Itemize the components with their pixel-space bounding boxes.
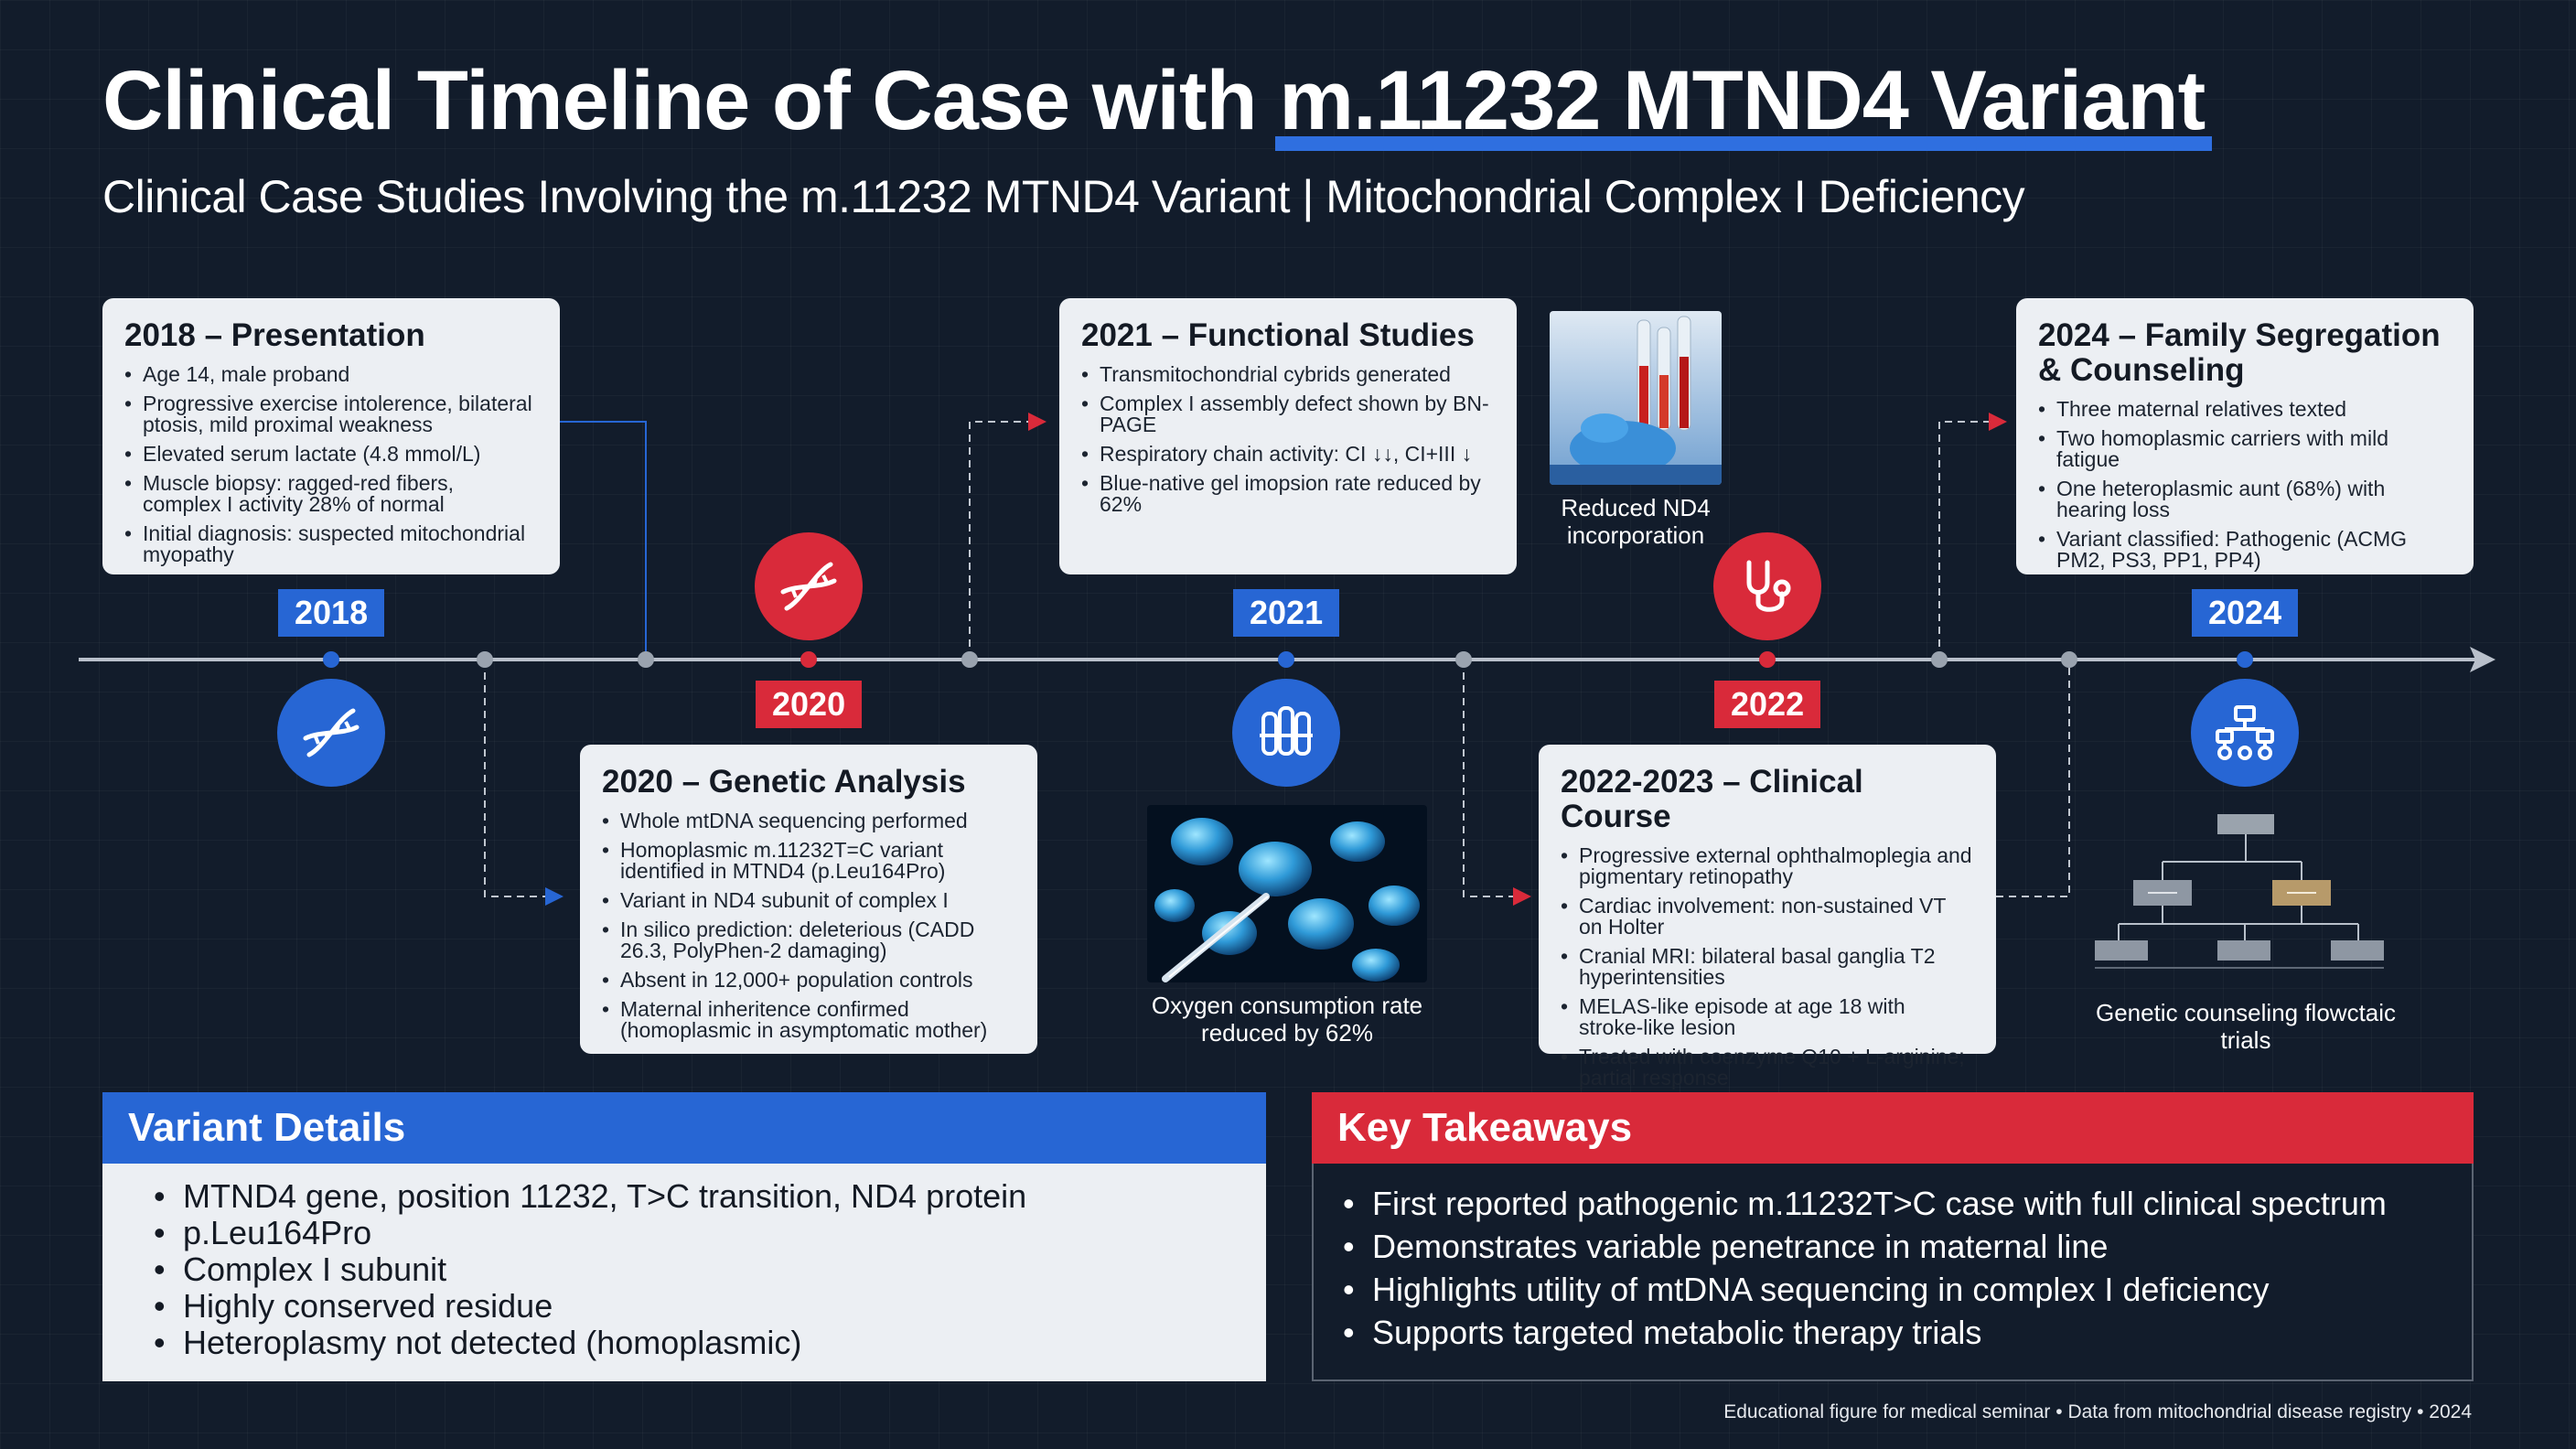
card-2020-genetic-analysis: 2020 – Genetic Analysis Whole mtDNA sequ… — [580, 745, 1037, 1054]
timeline-axis-arrowhead — [2470, 647, 2496, 672]
card-item: Complex I assembly defect shown by BN-PA… — [1081, 393, 1495, 435]
card-item: Transmitochondrial cybrids generated — [1081, 364, 1495, 386]
variant-detail-item: Complex I subunit — [150, 1251, 1266, 1289]
variant-details-heading: Variant Details — [102, 1092, 1266, 1164]
key-takeaways-heading: Key Takeaways — [1312, 1092, 2474, 1164]
variant-details-panel: Variant Details MTND4 gene, position 112… — [102, 1092, 1266, 1381]
caption-nd4: Reduced ND4 incorporation — [1561, 494, 1711, 549]
year-badge-2020: 2020 — [756, 681, 862, 728]
card-2018-presentation: 2018 – Presentation Age 14, male proband… — [102, 298, 560, 574]
card-list: Age 14, male proband Progressive exercis… — [124, 364, 538, 565]
card-item: Homoplasmic m.11232T=C variant identifie… — [602, 840, 1015, 882]
card-item: Elevated serum lactate (4.8 mmol/L) — [124, 444, 538, 466]
card-item: Variant in ND4 subunit of complex I — [602, 890, 1015, 912]
card-item: Variant classified: Pathogenic (ACMG PM2… — [2038, 529, 2452, 571]
caption-genetic: Genetic counseling flowctaic trials — [2095, 999, 2397, 1054]
card-list: Progressive external ophthalmoplegia and… — [1561, 845, 1974, 1089]
card-item: MELAS-like episode at age 18 with stroke… — [1561, 996, 1974, 1038]
card-title: 2021 – Functional Studies — [1081, 317, 1475, 353]
card-item: Two homoplasmic carriers with mild fatig… — [2038, 428, 2452, 470]
card-title: 2020 – Genetic Analysis — [602, 764, 966, 800]
test-tubes-icon — [1232, 679, 1340, 787]
card-2021-functional-studies: 2021 – Functional Studies Transmitochond… — [1059, 298, 1517, 574]
page-title: Clinical Timeline of Case with m.11232 M… — [102, 53, 2213, 151]
year-badge-2024: 2024 — [2192, 589, 2298, 637]
year-badge-2022: 2022 — [1714, 681, 1820, 728]
card-item: Whole mtDNA sequencing performed — [602, 810, 1015, 832]
connector-2024 — [1938, 413, 2007, 660]
card-item: Progressive exercise intolerence, bilate… — [124, 393, 538, 435]
variant-detail-item: MTND4 gene, position 11232, T>C transiti… — [150, 1178, 1266, 1216]
connector-2021 — [969, 413, 1046, 660]
variant-detail-item: Highly conserved residue — [150, 1288, 1266, 1326]
axis-dot — [1931, 651, 1948, 668]
axis-dot — [2061, 651, 2077, 668]
card-item: Absent in 12,000+ population controls — [602, 970, 1015, 992]
dna-icon — [277, 679, 385, 787]
card-2022-clinical-course: 2022-2023 – Clinical Course Progressive … — [1539, 745, 1996, 1089]
card-title: 2018 – Presentation — [124, 317, 425, 353]
card-item: Cranial MRI: bilateral basal ganglia T2 … — [1561, 946, 1974, 988]
card-item: Three maternal relatives texted — [2038, 399, 2452, 421]
year-dot-2022 — [1759, 651, 1776, 668]
card-item: One heteroplasmic aunt (68%) with hearin… — [2038, 478, 2452, 521]
card-list: Transmitochondrial cybrids generated Com… — [1081, 364, 1495, 515]
card-item: Age 14, male proband — [124, 364, 538, 386]
connector-2022-right — [1996, 660, 2070, 897]
year-dot-2020 — [800, 651, 817, 668]
year-dot-2021 — [1278, 651, 1294, 668]
card-list: Three maternal relatives texted Two homo… — [2038, 399, 2452, 571]
caption-oxygen: Oxygen consumption rate reduced by 62% — [1151, 992, 1423, 1046]
card-item: Muscle biopsy: ragged-red fibers, comple… — [124, 473, 538, 515]
variant-details-list: MTND4 gene, position 11232, T>C transiti… — [102, 1164, 1266, 1362]
variant-detail-item: Heteroplasmy not detected (homoplasmic) — [150, 1325, 1266, 1362]
page-subtitle: Clinical Case Studies Involving the m.11… — [102, 171, 2025, 222]
axis-dot — [477, 651, 493, 668]
card-2024-family-segregation: 2024 – Family Segregation & Counseling T… — [2016, 298, 2474, 574]
axis-dot — [1455, 651, 1472, 668]
title-prefix: Clinical Timeline of Case with — [102, 54, 1280, 147]
key-takeaways-list: First reported pathogenic m.11232T>C cas… — [1314, 1164, 2472, 1352]
axis-dot — [638, 651, 654, 668]
key-takeaway-item: Demonstrates variable penetrance in mate… — [1339, 1229, 2472, 1266]
card-title: 2022-2023 – Clinical Course — [1561, 764, 1863, 834]
lab-test-tubes-image — [1550, 311, 1722, 485]
stethoscope-icon — [1713, 532, 1821, 640]
key-takeaway-item: First reported pathogenic m.11232T>C cas… — [1339, 1186, 2472, 1223]
cells-microscopy-image — [1147, 805, 1427, 982]
card-item: In silico prediction: deleterious (CADD … — [602, 919, 1015, 961]
year-badge-2018: 2018 — [278, 589, 384, 637]
year-badge-2021: 2021 — [1233, 589, 1339, 637]
variant-detail-item: p.Leu164Pro — [150, 1215, 1266, 1252]
card-item: Cardiac involvement: non-sustained VT on… — [1561, 896, 1974, 938]
footer-note: Educational figure for medical seminar •… — [1723, 1401, 2472, 1422]
axis-dot — [961, 651, 978, 668]
year-dot-2018 — [323, 651, 339, 668]
key-takeaway-item: Highlights utility of mtDNA sequencing i… — [1339, 1272, 2472, 1309]
connector-2018 — [560, 421, 647, 660]
card-item: Initial diagnosis: suspected mitochondri… — [124, 523, 538, 565]
key-takeaway-item: Supports targeted metabolic therapy tria… — [1339, 1315, 2472, 1352]
year-dot-2024 — [2237, 651, 2253, 668]
card-item: Treated with coenzyme Q10 + L-arginine; … — [1561, 1046, 1974, 1089]
card-item: Maternal inheritence confirmed (homoplas… — [602, 999, 1015, 1041]
connector-2020 — [484, 660, 564, 906]
card-title: 2024 – Family Segregation & Counseling — [2038, 317, 2441, 388]
key-takeaways-panel: Key Takeaways First reported pathogenic … — [1312, 1092, 2474, 1381]
family-tree-flowchart — [2095, 814, 2384, 969]
family-tree-icon — [2191, 679, 2299, 787]
card-list: Whole mtDNA sequencing performed Homopla… — [602, 810, 1015, 1041]
title-highlight: m.11232 MTND4 Variant — [1275, 54, 2213, 151]
card-item: Respiratory chain activity: CI ↓↓, CI+II… — [1081, 444, 1495, 466]
card-item: Blue-native gel imopsion rate reduced by… — [1081, 473, 1495, 515]
dna-icon — [755, 532, 863, 640]
connector-2022 — [1463, 660, 1531, 906]
card-item: Progressive external ophthalmoplegia and… — [1561, 845, 1974, 887]
